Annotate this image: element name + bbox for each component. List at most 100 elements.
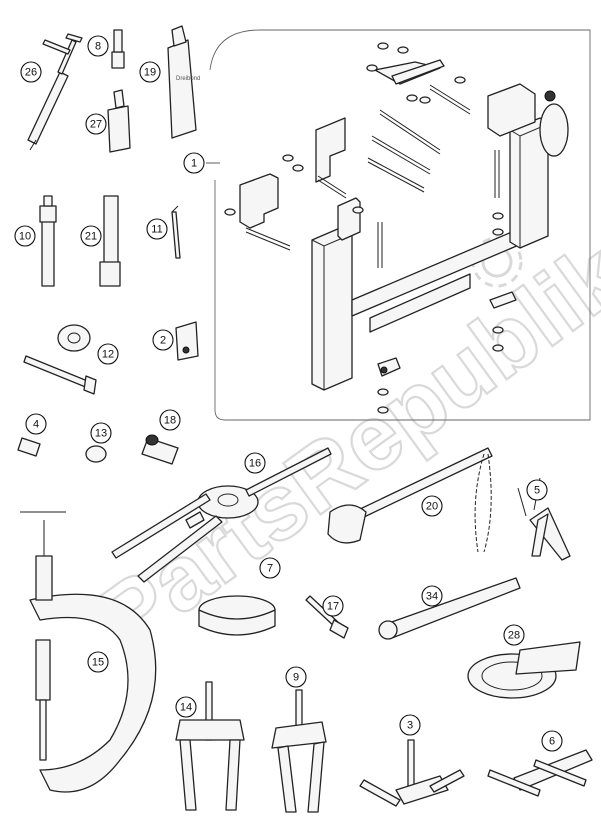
callout-circle xyxy=(87,35,109,57)
callout-number: 27 xyxy=(90,119,102,131)
callout-circle xyxy=(244,452,266,474)
callout-number: 28 xyxy=(508,630,520,642)
tool-8-thread-lock xyxy=(111,29,125,69)
callout-number: 7 xyxy=(267,563,273,575)
callout-circle xyxy=(285,666,307,688)
callout-7: 7 xyxy=(259,557,281,579)
callout-number: 13 xyxy=(95,428,107,440)
callout-number: 3 xyxy=(407,720,413,732)
callout-number: 10 xyxy=(19,231,31,243)
tool-27-loctite-bottle xyxy=(107,89,131,153)
callout-circle xyxy=(159,409,181,431)
tool-34-pin-spanner xyxy=(378,577,521,640)
callout-5: 5 xyxy=(526,479,548,501)
callout-circle xyxy=(90,422,112,444)
tool-2-bracket xyxy=(175,321,199,361)
callout-15: 15 xyxy=(87,651,109,673)
callout-21: 21 xyxy=(80,225,102,247)
callout-11: 11 xyxy=(146,218,168,240)
callout-8: 8 xyxy=(87,35,109,57)
callout-16: 16 xyxy=(244,452,266,474)
tool-20-chain-wrench xyxy=(327,447,493,553)
tool-6-clamp-bar xyxy=(487,749,593,797)
callout-circle xyxy=(526,479,548,501)
tool-21-mandrel xyxy=(99,195,121,287)
callout-circle xyxy=(183,152,205,174)
tool-1-press-frame xyxy=(224,42,569,414)
callout-14: 14 xyxy=(175,696,197,718)
tool-14-puller xyxy=(175,681,245,811)
callout-number: 15 xyxy=(92,657,104,669)
tool-16-extractor xyxy=(111,447,332,583)
callout-circle xyxy=(421,585,443,607)
callout-number: 12 xyxy=(102,349,114,361)
callout-circle xyxy=(87,651,109,673)
callout-13: 13 xyxy=(90,422,112,444)
callout-34: 34 xyxy=(421,585,443,607)
callout-9: 9 xyxy=(285,666,307,688)
callout-circle xyxy=(25,413,47,435)
callout-10: 10 xyxy=(14,225,36,247)
callout-2: 2 xyxy=(152,329,174,351)
tool-28-gauge-plate xyxy=(467,641,581,699)
callout-number: 20 xyxy=(426,501,438,513)
callout-6: 6 xyxy=(541,730,563,752)
callout-18: 18 xyxy=(159,409,181,431)
callout-number: 4 xyxy=(33,419,39,431)
callout-number: 14 xyxy=(180,702,192,714)
callout-number: 18 xyxy=(164,415,176,427)
callout-3: 3 xyxy=(399,714,421,736)
tool-4-sleeve xyxy=(17,437,41,457)
callout-27: 27 xyxy=(85,113,107,135)
callout-number: 6 xyxy=(549,736,555,748)
svg-text:Dreibond: Dreibond xyxy=(176,76,200,82)
callout-4: 4 xyxy=(25,413,47,435)
callout-number: 16 xyxy=(249,458,261,470)
tool-7-ring xyxy=(198,595,276,636)
tool-9-puller xyxy=(271,689,327,813)
callout-28: 28 xyxy=(503,624,525,646)
callout-1: 1 xyxy=(183,152,205,174)
callout-circle xyxy=(399,714,421,736)
tool-17-screw xyxy=(305,595,349,639)
callout-circle xyxy=(152,329,174,351)
tool-19-sealant-tube: Dreibond xyxy=(167,25,200,139)
tool-11-pin xyxy=(171,205,181,259)
callout-number: 11 xyxy=(151,224,162,236)
callout-number: 1 xyxy=(191,158,197,170)
callout-circle xyxy=(14,225,36,247)
callout-19: 19 xyxy=(139,61,161,83)
callout-circle xyxy=(139,61,161,83)
callout-number: 19 xyxy=(144,67,156,79)
callout-number: 17 xyxy=(327,601,339,613)
callout-circle xyxy=(20,61,42,83)
tool-5-circlip-pliers xyxy=(517,477,571,561)
callout-layer: 26 8 19 27 1 10 21 11 2 12 4 13 18 16 20 5 7 17 34 28 15 14 9 3… xyxy=(14,35,563,752)
callout-26: 26 xyxy=(20,61,42,83)
callout-17: 17 xyxy=(322,595,344,617)
callout-20: 20 xyxy=(421,495,443,517)
tool-3-press-fixture xyxy=(359,739,465,807)
tool-10-puller-pin xyxy=(39,195,57,287)
tool-15-c-clamp xyxy=(20,511,157,793)
callout-number: 9 xyxy=(293,672,299,684)
callout-circle xyxy=(146,218,168,240)
callout-circle xyxy=(503,624,525,646)
callout-circle xyxy=(85,113,107,135)
callout-circle xyxy=(97,343,119,365)
tool-18-adapter xyxy=(141,434,179,465)
callout-circle xyxy=(421,495,443,517)
tool-12-bolt-and-disc xyxy=(23,324,97,395)
callout-number: 34 xyxy=(426,591,438,603)
tool-26-syringe xyxy=(27,33,83,151)
callout-circle xyxy=(175,696,197,718)
callout-circle xyxy=(322,595,344,617)
kit-1-frame xyxy=(209,29,591,421)
callout-number: 26 xyxy=(25,67,37,79)
callout-number: 5 xyxy=(534,485,540,497)
tool-13-nut xyxy=(85,445,107,463)
callout-circle xyxy=(80,225,102,247)
callout-number: 8 xyxy=(95,41,101,53)
